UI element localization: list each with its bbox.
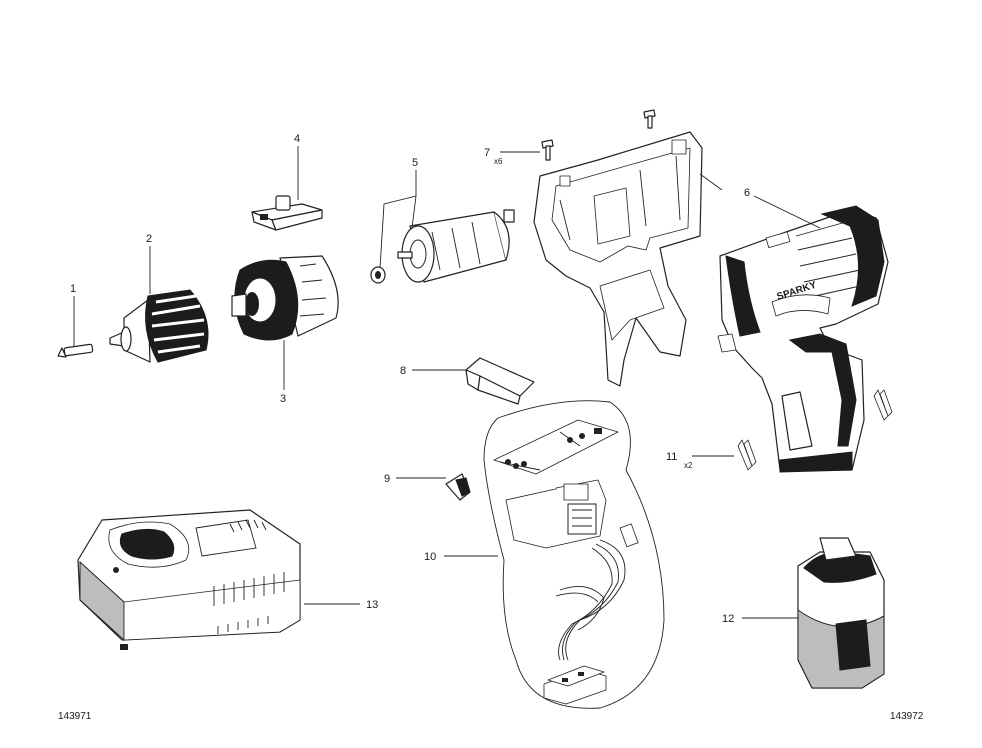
callout-6: 6 bbox=[744, 187, 750, 199]
callout-11: 11 bbox=[666, 451, 677, 463]
leader-lines bbox=[73, 146, 821, 619]
drawing-code-right: 143972 bbox=[890, 711, 924, 722]
callout-11-qty: x2 bbox=[684, 461, 693, 470]
part-6-housing bbox=[533, 131, 889, 473]
callout-12: 12 bbox=[722, 613, 734, 625]
callout-7-qty: x6 bbox=[494, 157, 503, 166]
part-13-charger bbox=[77, 509, 301, 650]
part-5-motor bbox=[370, 209, 515, 284]
callout-13: 13 bbox=[366, 599, 378, 611]
callout-4: 4 bbox=[294, 133, 300, 145]
part-8-lens bbox=[465, 357, 535, 405]
part-12-battery bbox=[797, 537, 885, 689]
part-1-screw bbox=[57, 343, 94, 358]
callout-labels: 1 2 3 4 5 6 7 x6 8 9 10 11 x2 12 13 bbox=[70, 133, 750, 625]
callout-1: 1 bbox=[70, 283, 76, 295]
callout-10: 10 bbox=[424, 551, 436, 563]
callout-3: 3 bbox=[280, 393, 286, 405]
drawing-code-left: 143971 bbox=[58, 711, 92, 722]
part-3-gearbox bbox=[231, 255, 339, 341]
callout-7: 7 bbox=[484, 147, 490, 159]
part-9-trigger bbox=[445, 473, 471, 501]
part-11-clips bbox=[737, 389, 893, 471]
callout-9: 9 bbox=[384, 473, 390, 485]
part-2-chuck bbox=[109, 289, 209, 363]
callout-2: 2 bbox=[146, 233, 152, 245]
part-10-electronics bbox=[483, 400, 665, 709]
callout-5: 5 bbox=[412, 157, 418, 169]
callout-8: 8 bbox=[400, 365, 406, 377]
part-7-screws bbox=[541, 109, 656, 161]
part-4-switch bbox=[251, 195, 323, 231]
